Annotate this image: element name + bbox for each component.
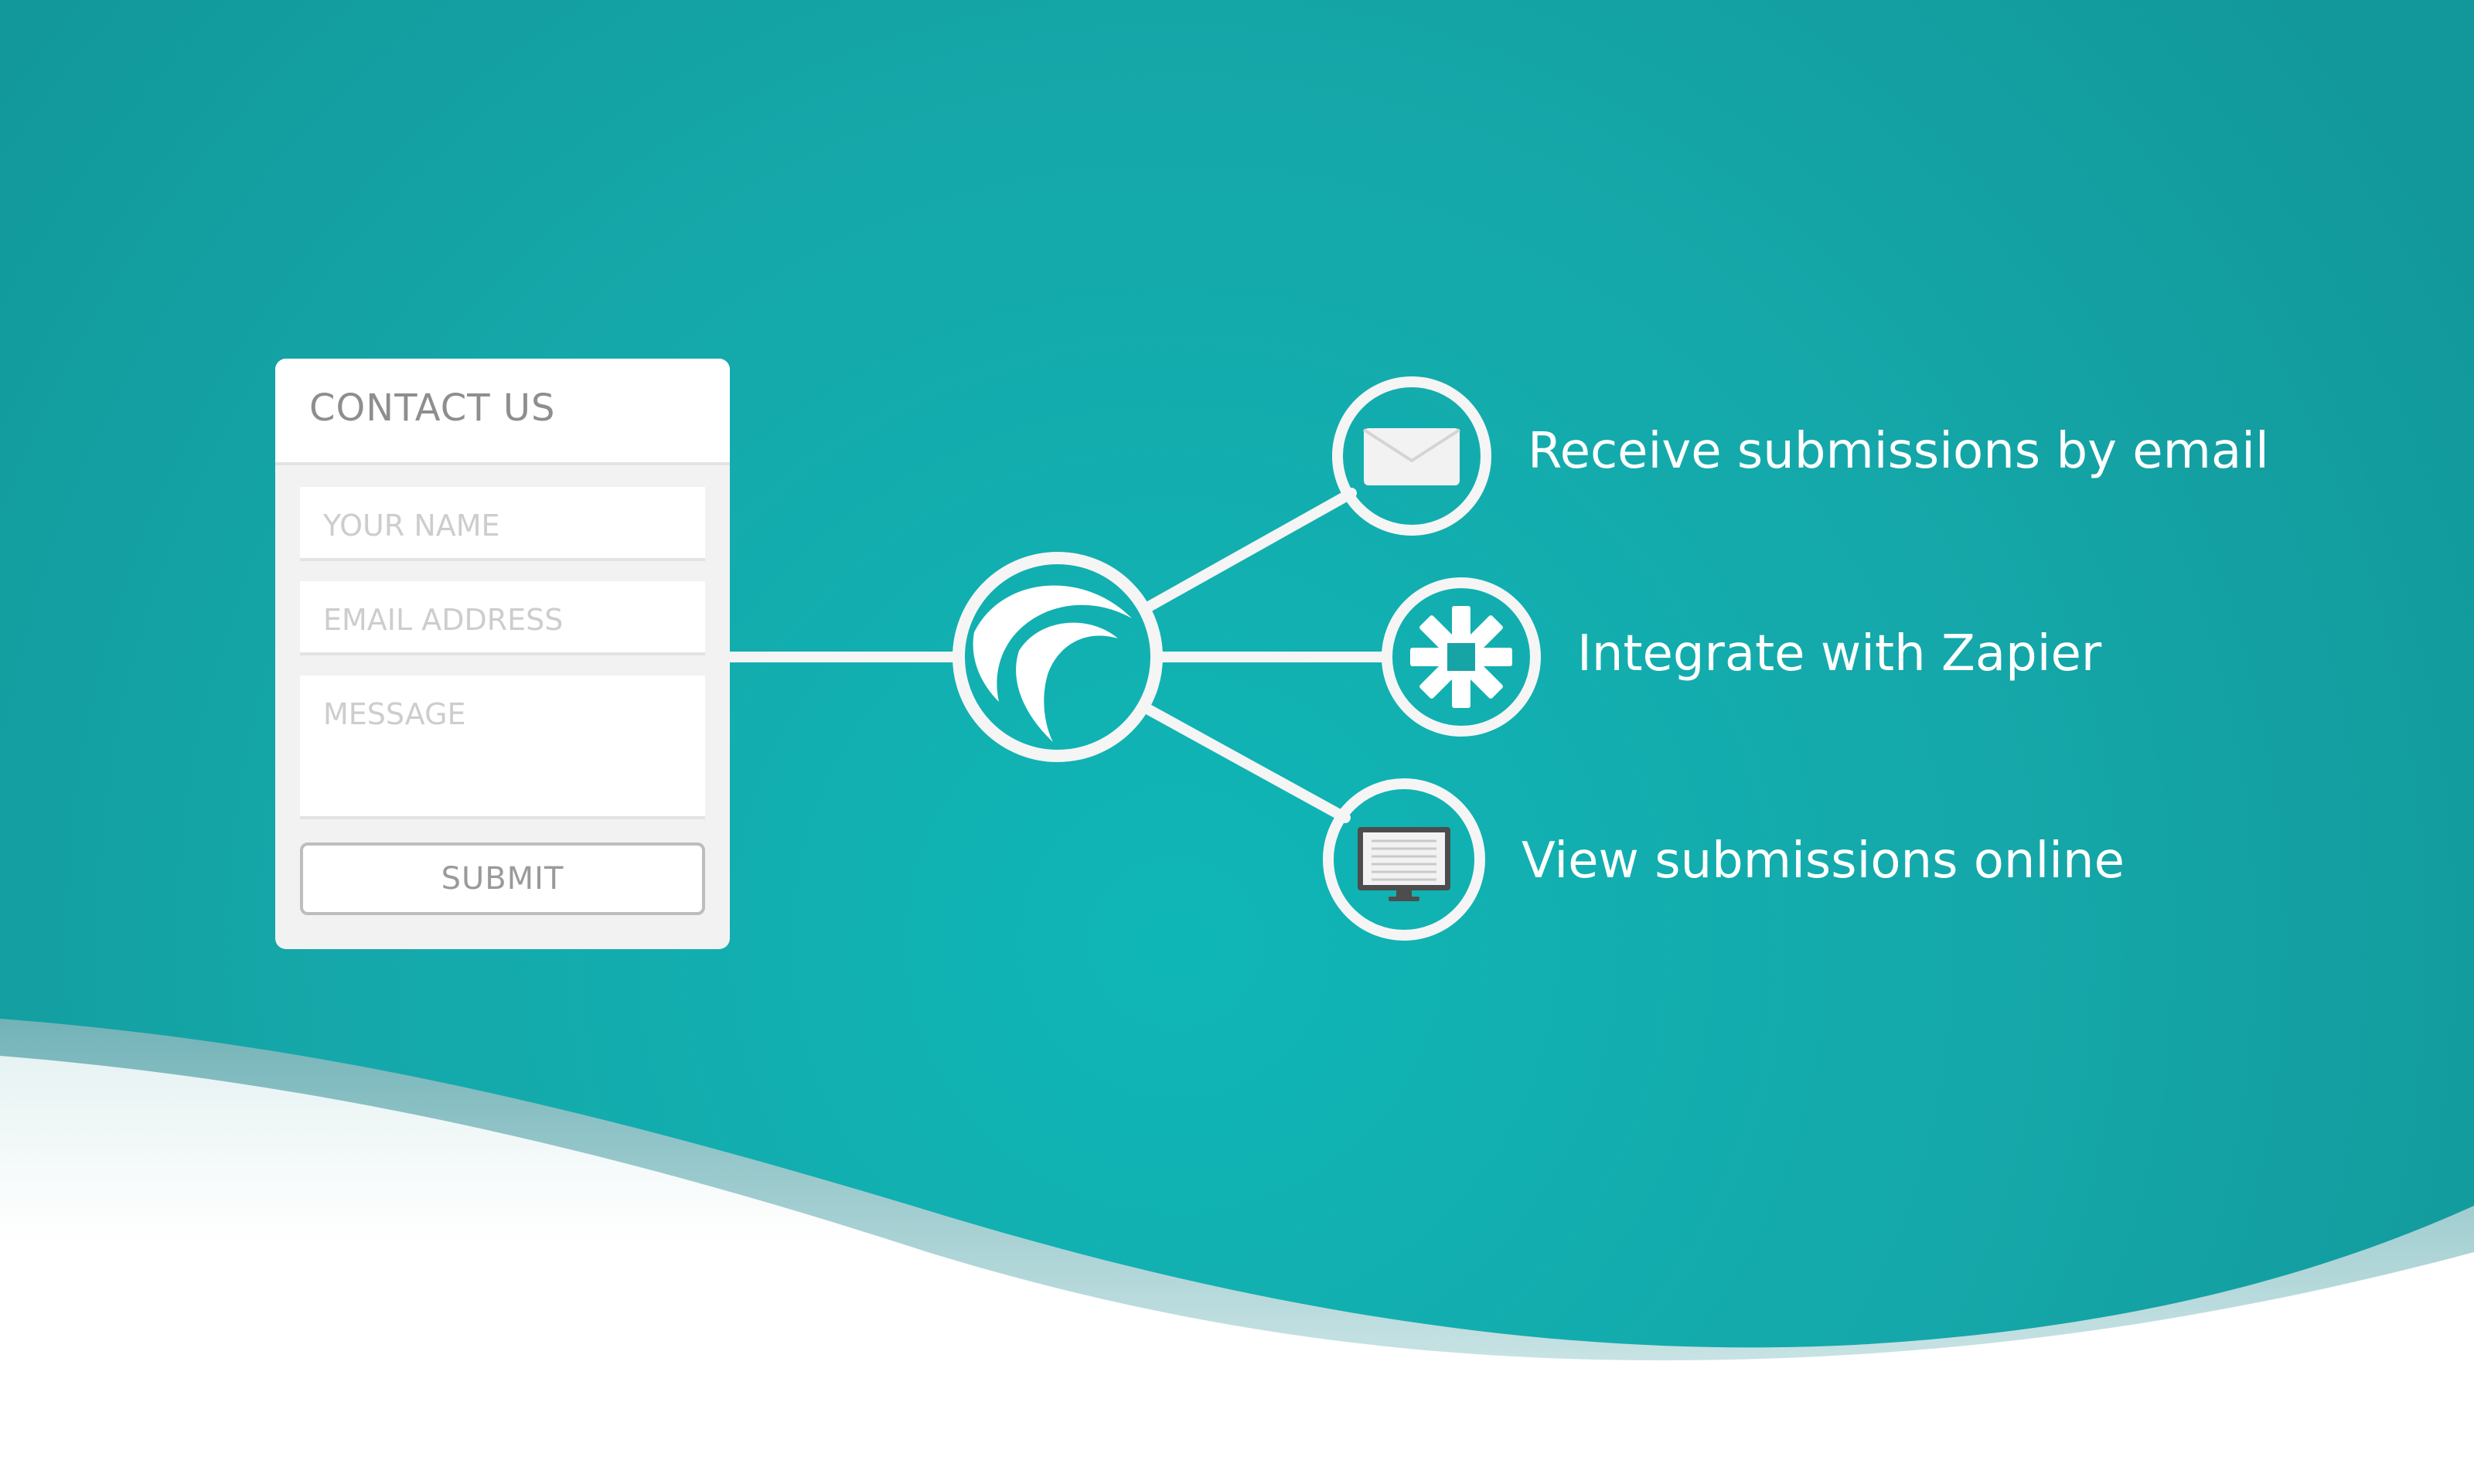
logo-wave-icon	[973, 585, 1132, 742]
email-field[interactable]: EMAIL ADDRESS	[300, 581, 705, 655]
zapier-node[interactable]	[1382, 577, 1541, 737]
connector-hub-email	[1142, 488, 1357, 613]
submit-button[interactable]: SUBMIT	[300, 842, 705, 915]
monitor-icon	[1358, 827, 1450, 901]
hub-node[interactable]	[952, 552, 1163, 762]
envelope-icon	[1362, 428, 1461, 485]
email-output-label: Receive submissions by email	[1528, 423, 2269, 480]
name-field[interactable]: YOUR NAME	[300, 487, 705, 561]
message-field[interactable]: MESSAGE	[300, 676, 705, 819]
form-header: CONTACT US	[275, 359, 730, 465]
connector-hub-online	[1140, 703, 1351, 823]
online-output-label: View submissions online	[1522, 832, 2125, 890]
zapier-asterisk-icon	[1410, 606, 1512, 708]
form-title: CONTACT US	[309, 386, 556, 430]
wave-white	[0, 1056, 2474, 1484]
contact-form-card: CONTACT US YOUR NAME EMAIL ADDRESS MESSA…	[275, 359, 730, 949]
email-node[interactable]	[1332, 376, 1491, 536]
online-node[interactable]	[1323, 778, 1485, 941]
zapier-output-label: Integrate with Zapier	[1577, 625, 2102, 682]
